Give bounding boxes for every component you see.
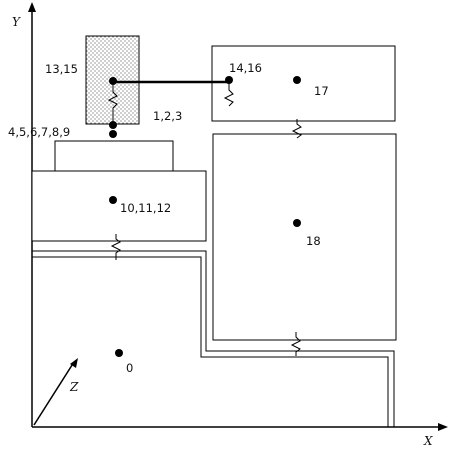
base-outline-outer <box>32 250 395 427</box>
left-cap-block <box>54 140 174 172</box>
label-17: 17 <box>314 84 329 98</box>
label-18: 18 <box>306 234 321 248</box>
z-axis <box>33 361 75 426</box>
node-0 <box>115 349 123 357</box>
label-13-15: 13,15 <box>45 62 78 76</box>
spring-right-base <box>290 332 301 356</box>
base-outline-inner <box>32 256 389 427</box>
left-body-block <box>31 170 207 242</box>
node-4-9 <box>109 130 117 138</box>
right-lower-block <box>212 133 397 341</box>
nodes <box>109 76 301 357</box>
spring-right-blocks <box>291 119 302 139</box>
node-17 <box>293 76 301 84</box>
x-axis-label: X <box>423 434 433 448</box>
node-10-12 <box>109 196 117 204</box>
x-axis-arrow <box>438 423 448 431</box>
z-axis-arrow <box>70 358 78 368</box>
node-18 <box>293 219 301 227</box>
label-0: 0 <box>126 361 133 375</box>
label-1-2-3: 1,2,3 <box>153 109 182 123</box>
y-axis-arrow <box>28 2 36 12</box>
label-10-12: 10,11,12 <box>120 201 171 215</box>
spring-right-upper <box>223 81 234 107</box>
label-14-16: 14,16 <box>229 61 262 75</box>
node-13-15 <box>109 77 117 85</box>
node-1-2-3 <box>109 121 117 129</box>
right-upper-block <box>211 45 396 122</box>
spring-connectors <box>107 81 302 356</box>
y-axis-label: Y <box>12 15 21 29</box>
base-structure <box>32 250 395 427</box>
z-axis-label: Z <box>69 380 79 394</box>
node-14-16 <box>225 76 233 84</box>
spring-shaded-block <box>107 82 118 125</box>
label-4-9: 4,5,6,7,8,9 <box>8 125 70 139</box>
spring-left-base <box>110 234 121 260</box>
